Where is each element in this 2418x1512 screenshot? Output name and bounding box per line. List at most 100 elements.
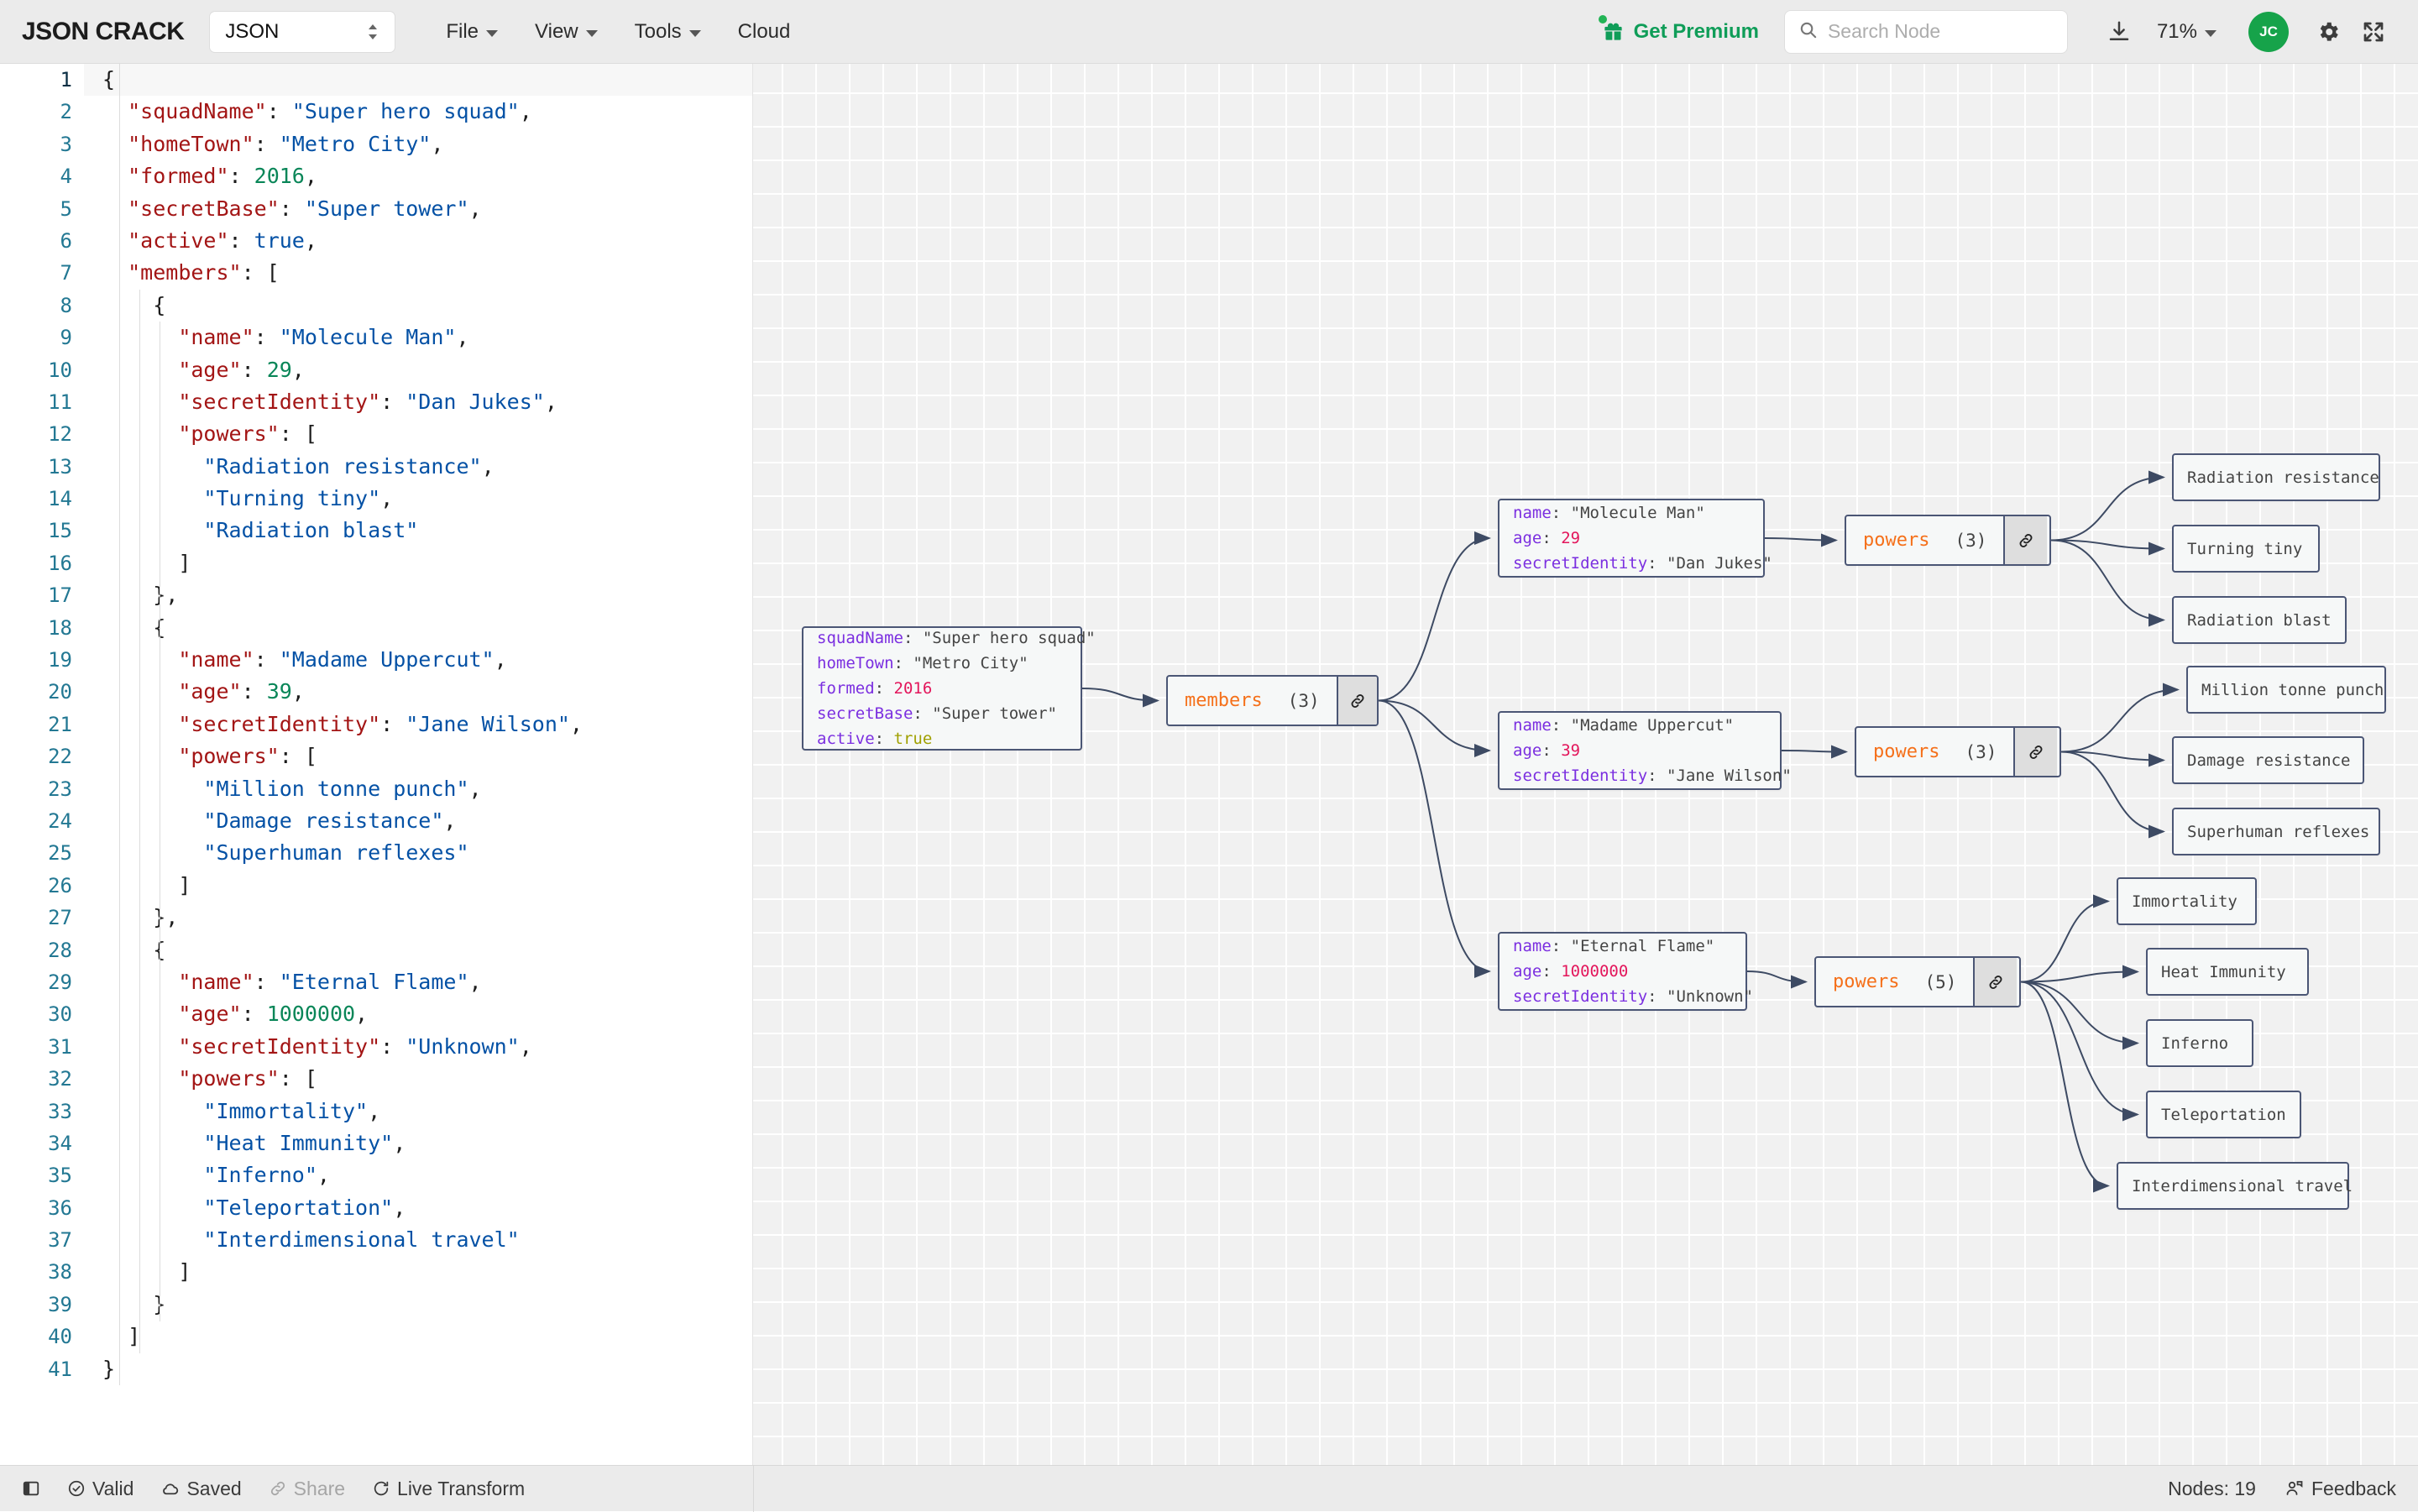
graph-node-leaf[interactable]: Heat Immunity — [2146, 948, 2309, 996]
code-line[interactable]: "Heat Immunity", — [84, 1127, 753, 1159]
line-number: 14 — [0, 483, 84, 515]
graph-node-array[interactable]: powers(5) — [1814, 956, 2021, 1007]
toggle-panel-button[interactable] — [22, 1479, 40, 1498]
code-line[interactable]: "squadName": "Super hero squad", — [84, 96, 753, 128]
get-premium-button[interactable]: Get Premium — [1602, 20, 1759, 44]
graph-edge — [1782, 751, 1846, 752]
code-line[interactable]: "secretBase": "Super tower", — [84, 193, 753, 225]
graph-node-leaf[interactable]: Damage resistance — [2172, 736, 2364, 784]
code-line[interactable]: "Teleportation", — [84, 1192, 753, 1224]
download-button[interactable] — [2096, 9, 2142, 55]
line-number: 16 — [0, 547, 84, 579]
code-line[interactable]: "secretIdentity": "Jane Wilson", — [84, 709, 753, 740]
graph-node-leaf[interactable]: Radiation blast — [2172, 596, 2347, 644]
graph-node-row: secretIdentity: "Unknown" — [1513, 986, 1753, 1008]
link-icon[interactable] — [1337, 677, 1377, 725]
search-node-box[interactable] — [1784, 10, 2068, 54]
menu-tools[interactable]: Tools — [616, 11, 720, 53]
code-line[interactable]: ] — [84, 1256, 753, 1288]
code-line[interactable]: ] — [84, 1321, 753, 1352]
search-input[interactable] — [1828, 20, 2054, 43]
graph-node-leaf[interactable]: Superhuman reflexes — [2172, 808, 2380, 855]
code-line[interactable]: "age": 1000000, — [84, 998, 753, 1030]
code-line[interactable]: "Damage resistance", — [84, 805, 753, 837]
code-line[interactable]: "powers": [ — [84, 1063, 753, 1095]
code-line[interactable]: { — [84, 64, 753, 96]
code-line[interactable]: }, — [84, 579, 753, 611]
code-line[interactable]: "Turning tiny", — [84, 483, 753, 515]
link-icon[interactable] — [2003, 516, 2047, 564]
code-line[interactable]: "powers": [ — [84, 418, 753, 450]
code-line[interactable]: "name": "Molecule Man", — [84, 322, 753, 353]
graph-node-leaf[interactable]: Inferno — [2146, 1019, 2253, 1067]
code-line[interactable]: { — [84, 290, 753, 322]
zoom-level-control[interactable]: 71% — [2157, 20, 2216, 44]
graph-node-leaf[interactable]: Immortality — [2117, 877, 2257, 925]
menu-view[interactable]: View — [516, 11, 616, 53]
graph-node-leaf[interactable]: Teleportation — [2146, 1091, 2301, 1138]
graph-node-leaf[interactable]: Turning tiny — [2172, 525, 2320, 573]
graph-node-array[interactable]: powers(3) — [1845, 515, 2051, 566]
link-icon[interactable] — [2013, 728, 2057, 776]
code-line[interactable]: "age": 39, — [84, 676, 753, 708]
code-line[interactable]: "name": "Eternal Flame", — [84, 966, 753, 998]
code-line[interactable]: "age": 29, — [84, 354, 753, 386]
graph-node-leaf[interactable]: Radiation resistance — [2172, 453, 2380, 501]
status-bar: Valid Saved Share Live Transform Nodes: … — [0, 1465, 2418, 1511]
settings-button[interactable] — [2305, 9, 2351, 55]
code-line[interactable]: }, — [84, 902, 753, 934]
code-line[interactable]: } — [84, 1353, 753, 1385]
feedback-button[interactable]: Feedback — [2285, 1478, 2396, 1500]
status-saved[interactable]: Saved — [160, 1478, 241, 1500]
status-valid[interactable]: Valid — [67, 1478, 133, 1500]
line-number: 13 — [0, 451, 84, 483]
code-line[interactable]: "members": [ — [84, 257, 753, 289]
code-line[interactable]: "name": "Madame Uppercut", — [84, 644, 753, 676]
format-select[interactable]: JSON — [209, 11, 395, 53]
menu-file[interactable]: File — [427, 11, 516, 53]
graph-canvas[interactable]: squadName: "Super hero squad"homeTown: "… — [753, 64, 2418, 1465]
code-line[interactable]: "powers": [ — [84, 740, 753, 772]
menu-view-label: View — [535, 20, 578, 44]
link-icon[interactable] — [1973, 958, 2017, 1006]
graph-node-array[interactable]: members(3) — [1166, 675, 1379, 726]
code-line[interactable]: { — [84, 934, 753, 966]
status-live-transform[interactable]: Live Transform — [372, 1478, 525, 1500]
code-line[interactable]: "homeTown": "Metro City", — [84, 128, 753, 160]
graph-node-row: age: 29 — [1513, 527, 1580, 550]
code-line[interactable]: { — [84, 612, 753, 644]
code-line[interactable]: "Superhuman reflexes" — [84, 837, 753, 869]
line-number: 6 — [0, 225, 84, 257]
code-line[interactable]: "formed": 2016, — [84, 160, 753, 192]
code-line[interactable]: } — [84, 1289, 753, 1321]
code-area[interactable]: { "squadName": "Super hero squad", "home… — [84, 64, 753, 1465]
graph-node-leaf[interactable]: Million tonne punch — [2186, 666, 2386, 714]
code-line[interactable]: ] — [84, 547, 753, 579]
graph-node-array[interactable]: powers(3) — [1855, 726, 2061, 777]
menu-cloud[interactable]: Cloud — [720, 11, 809, 53]
code-line[interactable]: "Inferno", — [84, 1159, 753, 1191]
line-number: 41 — [0, 1353, 84, 1385]
code-line[interactable]: "Radiation blast" — [84, 515, 753, 547]
code-line[interactable]: "Radiation resistance", — [84, 451, 753, 483]
code-line[interactable]: "Immortality", — [84, 1096, 753, 1127]
leaf-text: Teleportation — [2161, 1106, 2286, 1124]
code-line[interactable]: "Interdimensional travel" — [84, 1224, 753, 1256]
code-line[interactable]: "secretIdentity": "Unknown", — [84, 1031, 753, 1063]
fullscreen-button[interactable] — [2351, 9, 2396, 55]
graph-node-object[interactable]: squadName: "Super hero squad"homeTown: "… — [802, 626, 1082, 751]
status-share[interactable]: Share — [269, 1478, 345, 1500]
code-line[interactable]: "Million tonne punch", — [84, 773, 753, 805]
graph-node-leaf[interactable]: Interdimensional travel — [2117, 1162, 2349, 1210]
code-line[interactable]: "secretIdentity": "Dan Jukes", — [84, 386, 753, 418]
line-number: 40 — [0, 1321, 84, 1352]
avatar[interactable]: JC — [2248, 12, 2289, 52]
status-divider — [753, 1466, 754, 1512]
graph-edge — [2021, 982, 2138, 1044]
code-line[interactable]: ] — [84, 870, 753, 902]
code-line[interactable]: "active": true, — [84, 225, 753, 257]
